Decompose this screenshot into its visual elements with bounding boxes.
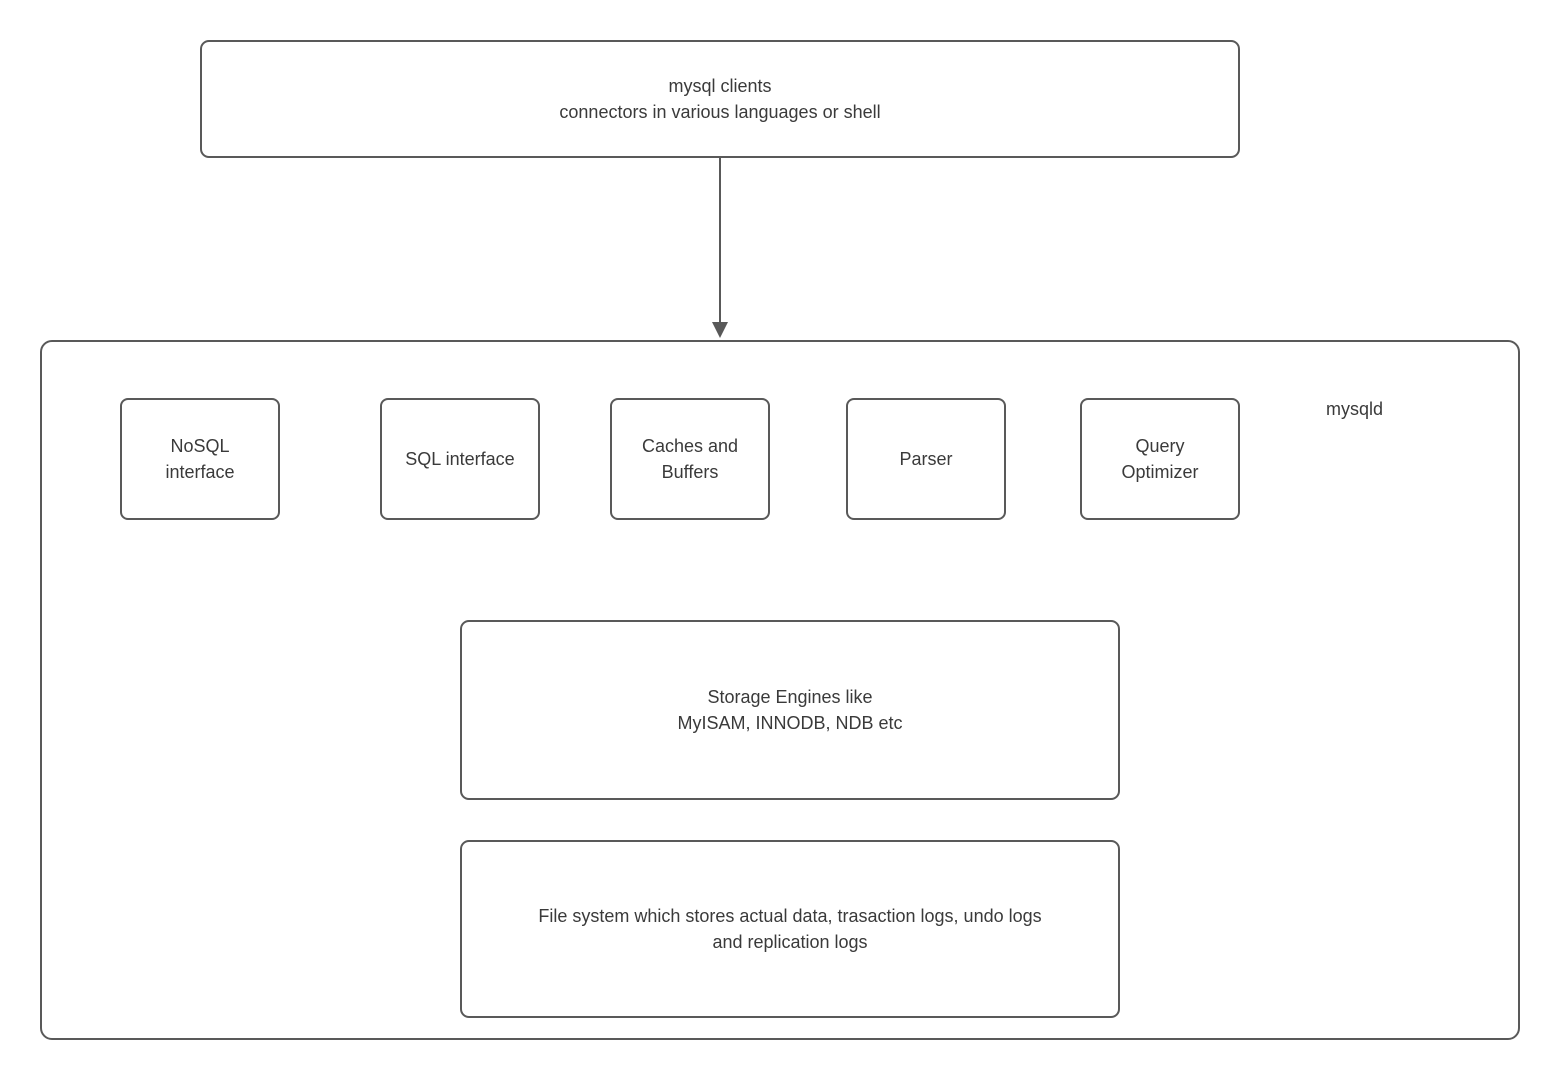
mysqld-container-box: mysqld NoSQL interface SQL interface Cac… <box>40 340 1520 1040</box>
parser-label: Parser <box>899 449 953 469</box>
mysql-clients-box: mysql clients connectors in various lang… <box>200 40 1240 158</box>
caches-and-buffers-box: Caches and Buffers <box>610 398 770 520</box>
sql-interface-label: SQL interface <box>405 449 515 469</box>
clients-to-mysqld-arrowhead-icon <box>712 322 728 338</box>
query-optimizer-label: Query Optimizer <box>1121 436 1199 482</box>
parser-box: Parser <box>846 398 1006 520</box>
nosql-interface-label: NoSQL interface <box>165 436 235 482</box>
sql-interface-box: SQL interface <box>380 398 540 520</box>
caches-and-buffers-label: Caches and Buffers <box>641 436 739 482</box>
mysql-clients-label: mysql clients connectors in various lang… <box>559 76 881 122</box>
file-system-box: File system which stores actual data, tr… <box>460 840 1120 1018</box>
file-system-label: File system which stores actual data, tr… <box>538 906 1042 952</box>
storage-engines-box: Storage Engines like MyISAM, INNODB, NDB… <box>460 620 1120 800</box>
clients-to-mysqld-arrow-line <box>719 158 721 324</box>
storage-engines-label: Storage Engines like MyISAM, INNODB, NDB… <box>677 687 903 733</box>
query-optimizer-box: Query Optimizer <box>1080 398 1240 520</box>
mysqld-label: mysqld <box>1326 399 1384 419</box>
nosql-interface-box: NoSQL interface <box>120 398 280 520</box>
